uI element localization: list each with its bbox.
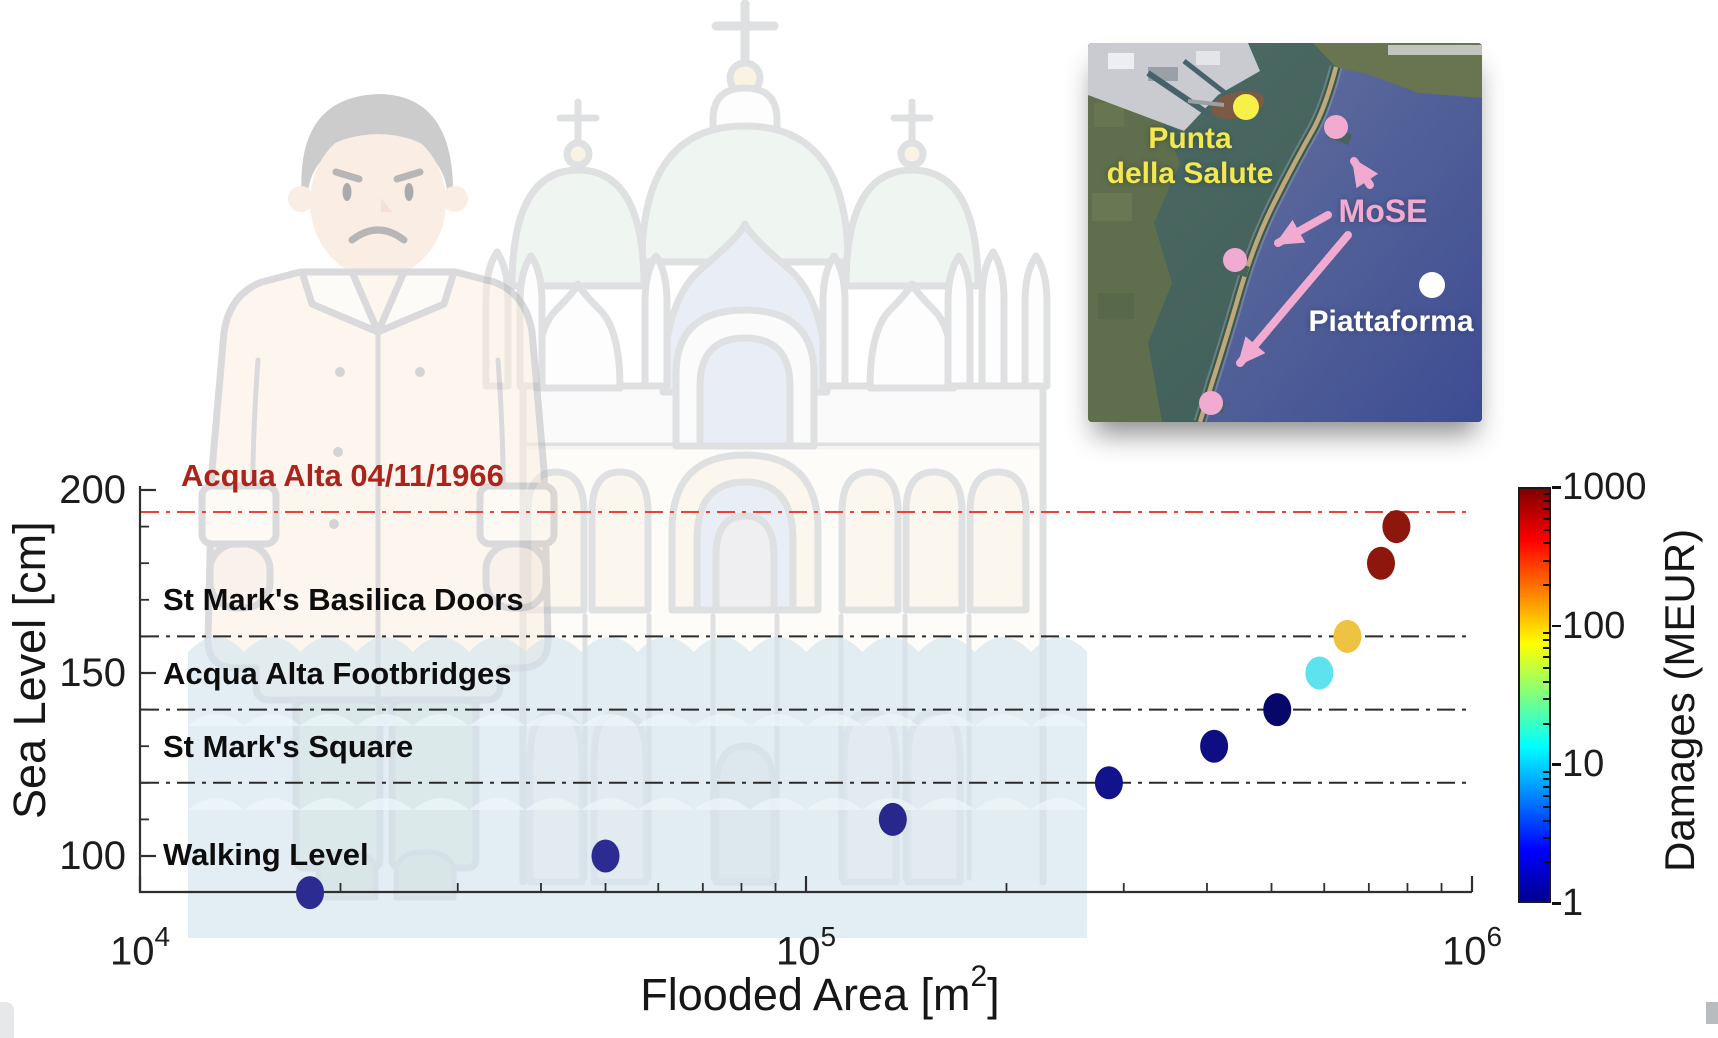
map-label-piattaforma: Piattaforma [1308, 305, 1474, 338]
y-tick-label: 200 [59, 468, 126, 512]
colorbar-minor-tick [1543, 647, 1551, 650]
colorbar-minor-tick [1543, 542, 1551, 545]
threshold-label: St Mark's Basilica Doors [163, 582, 524, 618]
window-corner-tab [0, 1002, 14, 1038]
colorbar-tick-label: 100 [1562, 604, 1626, 647]
data-point [1333, 619, 1362, 653]
data-point [1305, 656, 1334, 690]
colorbar-minor-tick [1543, 698, 1551, 701]
threshold-label: Acqua Alta Footbridges [163, 655, 512, 691]
water-overlay [188, 637, 1088, 938]
colorbar-minor-tick [1543, 680, 1551, 683]
marker-punta-della-salute [1233, 94, 1259, 120]
colorbar-tick-label: 10 [1562, 743, 1605, 786]
colorbar-minor-tick [1543, 639, 1551, 642]
data-point [591, 839, 620, 873]
colorbar-minor-tick [1543, 795, 1551, 798]
colorbar-tick-label: 1000 [1562, 466, 1647, 508]
colorbar [1518, 487, 1551, 903]
colorbar-minor-tick [1543, 667, 1551, 670]
data-point [1200, 729, 1229, 763]
data-point [1263, 693, 1292, 727]
colorbar-minor-tick [1543, 528, 1551, 531]
colorbar-minor-tick [1543, 785, 1551, 788]
colorbar-minor-tick [1543, 500, 1551, 503]
map-label-punta-line1: Punta [1148, 122, 1232, 155]
colorbar-title: Damages (MEUR) [1656, 528, 1703, 872]
map-satellite-art [1088, 43, 1482, 422]
data-point [1366, 546, 1395, 580]
colorbar-minor-tick [1543, 777, 1551, 780]
colorbar-minor-tick [1543, 517, 1551, 520]
arrow-to-lido [1350, 157, 1379, 189]
colorbar-major-tick [1552, 486, 1561, 489]
x-tick-label: 104 [109, 921, 171, 974]
data-point [878, 802, 907, 836]
colorbar-tick-label: 1 [1562, 882, 1584, 924]
data-point [296, 876, 325, 910]
arrow-to-chioggia [1236, 231, 1352, 367]
marker-mose-malamocco [1223, 248, 1247, 272]
colorbar-minor-tick [1543, 656, 1551, 659]
colorbar-minor-tick [1543, 722, 1551, 725]
data-point [1382, 510, 1411, 544]
colorbar-minor-tick [1543, 861, 1551, 864]
window-corner-notch [1706, 1002, 1718, 1024]
map-label-mose: MoSE [1338, 193, 1428, 229]
map-inset: Punta della Salute MoSE Piattaforma [1088, 43, 1482, 422]
y-tick-label: 100 [59, 834, 126, 878]
map-label-punta-line2: della Salute [1106, 157, 1274, 190]
colorbar-major-tick [1552, 763, 1561, 766]
threshold-label: Walking Level [163, 837, 369, 872]
colorbar-minor-tick [1543, 806, 1551, 809]
x-axis-label: Flooded Area [m2] [640, 960, 1000, 1020]
mose-arrows [1236, 157, 1379, 367]
x-tick-label: 106 [1441, 921, 1503, 974]
colorbar-minor-tick [1543, 770, 1551, 773]
marker-piattaforma [1419, 272, 1445, 298]
y-tick-label: 150 [59, 651, 126, 695]
threshold-label: Acqua Alta 04/11/1966 [181, 457, 504, 493]
data-point [1094, 766, 1123, 800]
wave-row [188, 798, 1088, 810]
colorbar-minor-tick [1543, 632, 1551, 634]
colorbar-major-tick [1552, 624, 1561, 628]
marker-mose-lido [1324, 115, 1348, 139]
wave-row [188, 714, 1088, 726]
marker-mose-chioggia [1199, 391, 1223, 415]
threshold-label: St Mark's Square [163, 728, 414, 764]
colorbar-minor-tick [1543, 508, 1551, 511]
colorbar-minor-tick [1543, 559, 1551, 562]
colorbar-major-tick [1552, 902, 1561, 905]
x-tick-label: 105 [775, 921, 837, 974]
arrow-to-malamocco [1274, 211, 1332, 247]
colorbar-minor-tick [1543, 493, 1551, 496]
colorbar-minor-tick [1543, 836, 1551, 839]
map-label-punta-della-salute: Punta della Salute [1092, 121, 1288, 191]
chart-layer [138, 486, 1474, 910]
colorbar-minor-tick [1543, 583, 1551, 586]
colorbar-minor-tick [1543, 819, 1551, 822]
